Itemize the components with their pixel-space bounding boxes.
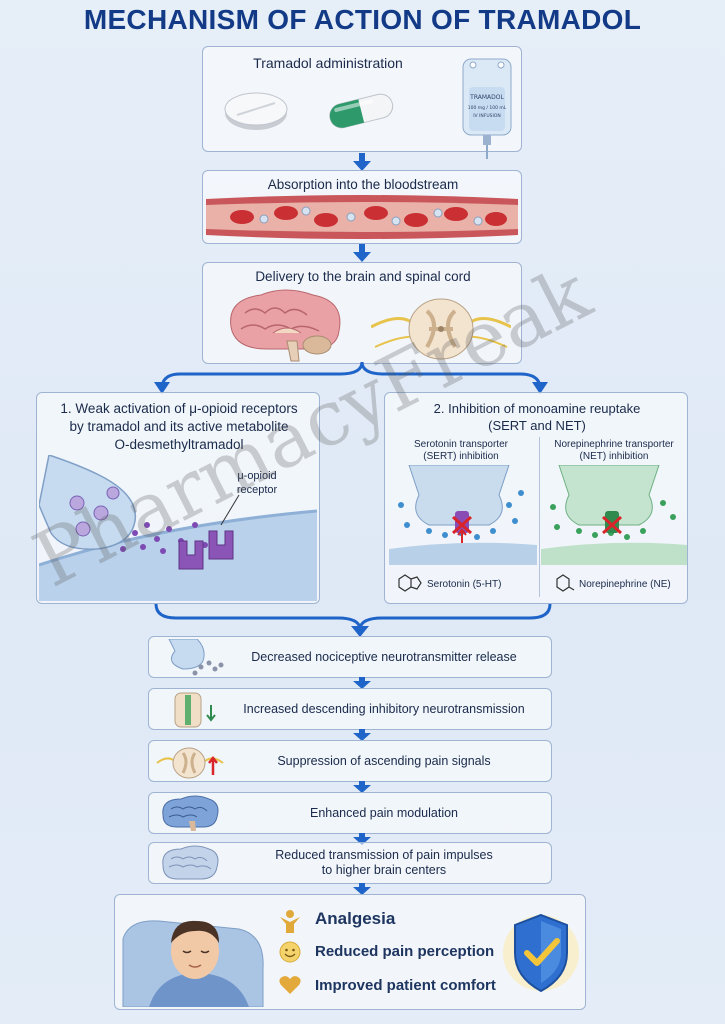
net-label-2: (NET) inhibition bbox=[539, 451, 689, 462]
iv-bag-title: TRAMADOL bbox=[469, 94, 504, 101]
serotonin-molecule-icon bbox=[393, 569, 427, 597]
step-box: Suppression of ascending pain signals bbox=[148, 740, 552, 782]
neuron-release-icon bbox=[155, 639, 225, 677]
heart-icon bbox=[279, 975, 301, 995]
sert-label-2: (SERT) inhibition bbox=[385, 451, 537, 462]
reuptake-line1: 2. Inhibition of monoamine reuptake bbox=[385, 401, 689, 416]
sert-label-1: Serotonin transporter bbox=[385, 439, 537, 450]
opioid-line1: 1. Weak activation of μ-opioid receptors bbox=[37, 401, 321, 416]
opioid-line2: by tramadol and its active metabolite bbox=[37, 419, 321, 434]
page-title: MECHANISM OF ACTION OF TRAMADOL bbox=[0, 4, 725, 36]
delivery-label: Delivery to the brain and spinal cord bbox=[203, 269, 523, 284]
opioid-line3: O-desmethyltramadol bbox=[37, 437, 321, 452]
reuptake-box: 2. Inhibition of monoamine reuptake (SER… bbox=[384, 392, 688, 604]
iv-bag-dose: 100 mg / 100 mL bbox=[468, 105, 507, 111]
step-label-5b: to higher brain centers bbox=[322, 863, 446, 878]
smiley-icon bbox=[279, 941, 301, 963]
blood-vessel-icon bbox=[206, 193, 518, 241]
iv-bag-icon: TRAMADOL 100 mg / 100 mL IV INFUSION bbox=[459, 53, 515, 163]
tablet-icon bbox=[221, 89, 291, 133]
brain-icon bbox=[221, 287, 349, 363]
capsule-icon bbox=[323, 87, 399, 133]
receptor-label-1: μ-opioid bbox=[237, 470, 276, 482]
brain-modulation-icon bbox=[155, 795, 225, 833]
relaxed-patient-icon bbox=[119, 899, 269, 1007]
outcome-reduced-pain: Reduced pain perception bbox=[315, 943, 494, 960]
norepinephrine-label: Norepinephrine (NE) bbox=[579, 579, 689, 590]
norepinephrine-molecule-icon bbox=[551, 569, 577, 597]
step-label-3: Suppression of ascending pain signals bbox=[277, 754, 490, 769]
down-arrow-icon bbox=[352, 244, 372, 262]
sert-synapse-icon bbox=[389, 465, 537, 565]
shield-check-icon bbox=[501, 905, 581, 1001]
step-box: Increased descending inhibitory neurotra… bbox=[148, 688, 552, 730]
outcome-box: Analgesia Reduced pain perception Improv… bbox=[114, 894, 586, 1010]
down-arrow-icon bbox=[352, 153, 372, 171]
spinal-section-icon bbox=[155, 743, 225, 781]
net-label-1: Norepinephrine transporter bbox=[539, 439, 689, 450]
step-box: Enhanced pain modulation bbox=[148, 792, 552, 834]
step-label-5a: Reduced transmission of pain impulses bbox=[275, 848, 492, 863]
spinal-cord-icon bbox=[371, 287, 511, 363]
person-icon bbox=[279, 909, 301, 933]
net-synapse-icon bbox=[541, 465, 687, 565]
merge-arrows bbox=[150, 604, 570, 638]
step-box: Decreased nociceptive neurotransmitter r… bbox=[148, 636, 552, 678]
step-label-2: Increased descending inhibitory neurotra… bbox=[243, 702, 524, 717]
administration-box: Tramadol administration TRAMADOL 100 mg … bbox=[202, 46, 522, 152]
step-label-1: Decreased nociceptive neurotransmitter r… bbox=[251, 650, 516, 665]
absorption-label: Absorption into the bloodstream bbox=[203, 177, 523, 192]
administration-label: Tramadol administration bbox=[203, 55, 453, 71]
receptor-label-2: receptor bbox=[237, 484, 278, 496]
outcome-comfort: Improved patient comfort bbox=[315, 977, 496, 994]
serotonin-label: Serotonin (5-HT) bbox=[427, 579, 537, 590]
synapse-opioid-icon: μ-opioid receptor bbox=[39, 455, 317, 601]
outcome-analgesia: Analgesia bbox=[315, 909, 395, 929]
delivery-box: Delivery to the brain and spinal cord bbox=[202, 262, 522, 364]
step-box: Reduced transmission of pain impulses to… bbox=[148, 842, 552, 884]
absorption-box: Absorption into the bloodstream bbox=[202, 170, 522, 244]
step-label-4: Enhanced pain modulation bbox=[310, 806, 458, 821]
brain-higher-centers-icon bbox=[155, 845, 225, 883]
reuptake-line2: (SERT and NET) bbox=[385, 418, 689, 433]
opioid-receptor-box: 1. Weak activation of μ-opioid receptors… bbox=[36, 392, 320, 604]
spine-descending-icon bbox=[155, 691, 225, 729]
iv-bag-type: IV INFUSION bbox=[473, 113, 501, 119]
branch-arrows bbox=[140, 362, 570, 396]
